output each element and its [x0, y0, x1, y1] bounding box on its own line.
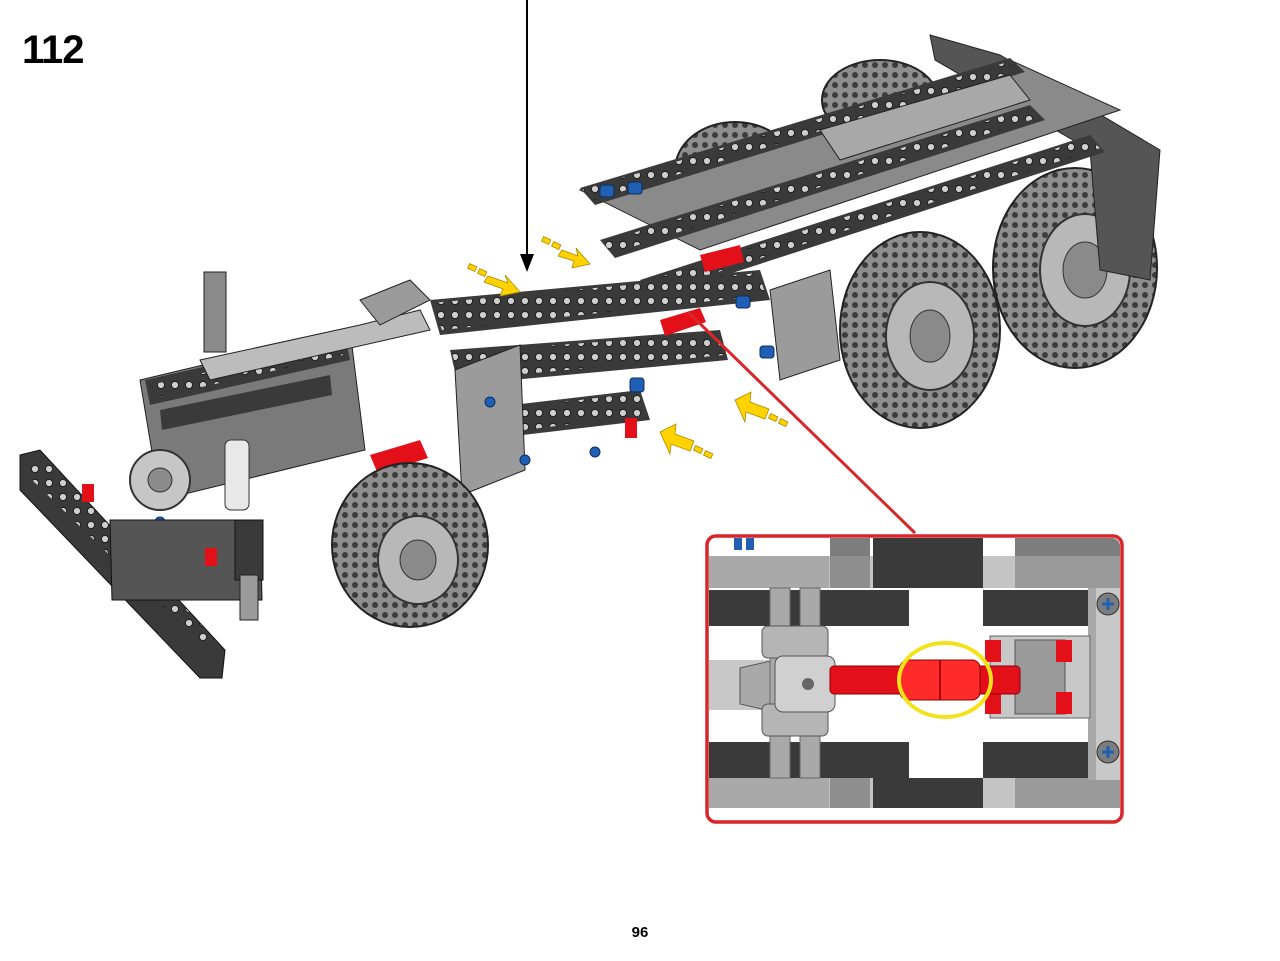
front-wheel: [331, 462, 489, 628]
highlight-ring-icon: [897, 641, 993, 719]
truck-chassis: [19, 34, 1161, 679]
yellow-insert-arrow-icon: [659, 423, 714, 460]
yellow-insert-arrow-icon: [466, 263, 521, 297]
rear-wheel-front: [839, 231, 1001, 429]
step-number: 112: [22, 28, 85, 72]
yellow-insert-arrow-icon: [540, 236, 591, 269]
callout-detail: [705, 534, 1124, 824]
frame-beams: [430, 58, 1105, 440]
yellow-insert-arrow-icon: [734, 391, 789, 428]
down-arrow-icon: [520, 0, 534, 272]
page-number: 96: [631, 924, 649, 941]
callout-leader-line: [686, 310, 917, 535]
